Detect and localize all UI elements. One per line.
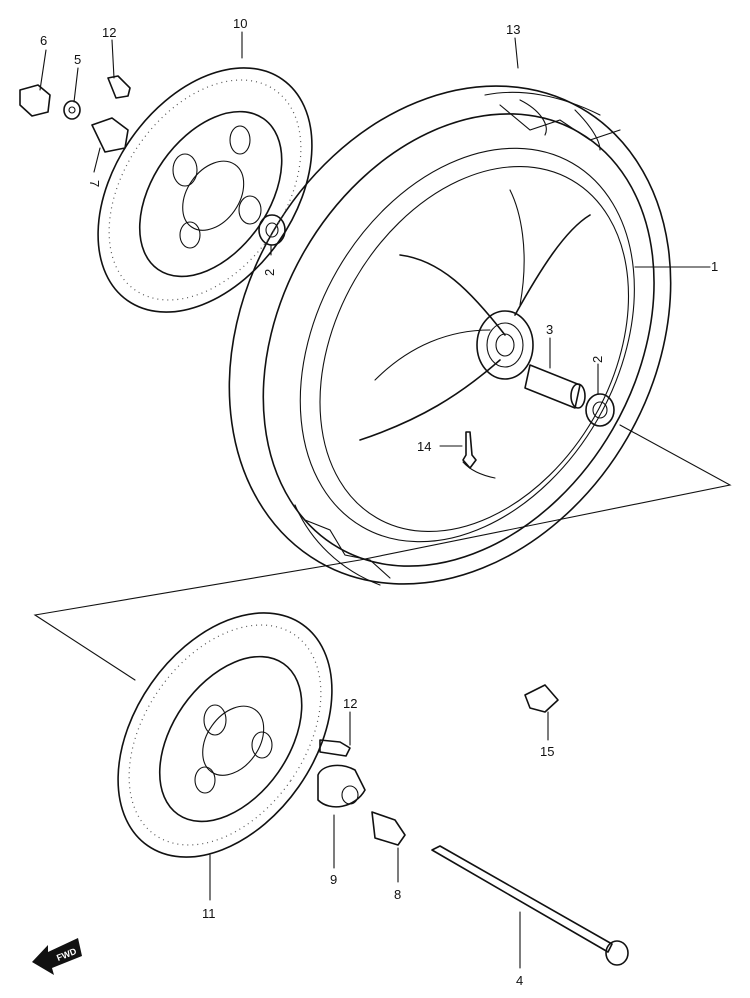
- assembly-plane-lines: [33, 424, 732, 681]
- callout-1: 1: [711, 259, 718, 274]
- callout-15: 15: [540, 744, 554, 759]
- clip-part: [524, 684, 559, 713]
- callout-4: 4: [516, 973, 523, 988]
- bearing-left-part: [258, 214, 286, 246]
- axle-part: [431, 845, 629, 966]
- callout-9: 9: [330, 872, 337, 887]
- disc-bolt-lower-part: [319, 739, 351, 757]
- callout-14: 14: [417, 439, 431, 454]
- callout-7: 7: [87, 180, 102, 187]
- bearing-right-part: [585, 393, 615, 427]
- spacer-part: [524, 364, 586, 409]
- callout-2-left: 2: [262, 269, 277, 276]
- callout-6: 6: [40, 33, 47, 48]
- callout-3: 3: [546, 322, 553, 337]
- callout-8: 8: [394, 887, 401, 902]
- callout-12-lower: 12: [343, 696, 357, 711]
- collar-part: [317, 764, 366, 808]
- spacer-small-part: [371, 811, 406, 846]
- small-hardware-upper: [19, 75, 131, 153]
- leader-lines: [39, 31, 711, 969]
- callout-13: 13: [506, 22, 520, 37]
- callout-12-upper: 12: [102, 25, 116, 40]
- valve-part: [462, 431, 496, 479]
- tire-and-wheel: [228, 85, 672, 586]
- callout-5: 5: [74, 52, 81, 67]
- callout-10: 10: [233, 16, 247, 31]
- upper-brake-disc: [97, 67, 313, 313]
- callout-11: 11: [202, 906, 216, 921]
- arrow-left-fwd-icon: FWD: [32, 938, 82, 975]
- callout-labels: 6 5 12 7 10 2 13 1 3 2 14 12 9 8 11 4 15: [40, 16, 718, 988]
- lower-brake-disc: [117, 612, 333, 858]
- callout-2-right: 2: [590, 356, 605, 363]
